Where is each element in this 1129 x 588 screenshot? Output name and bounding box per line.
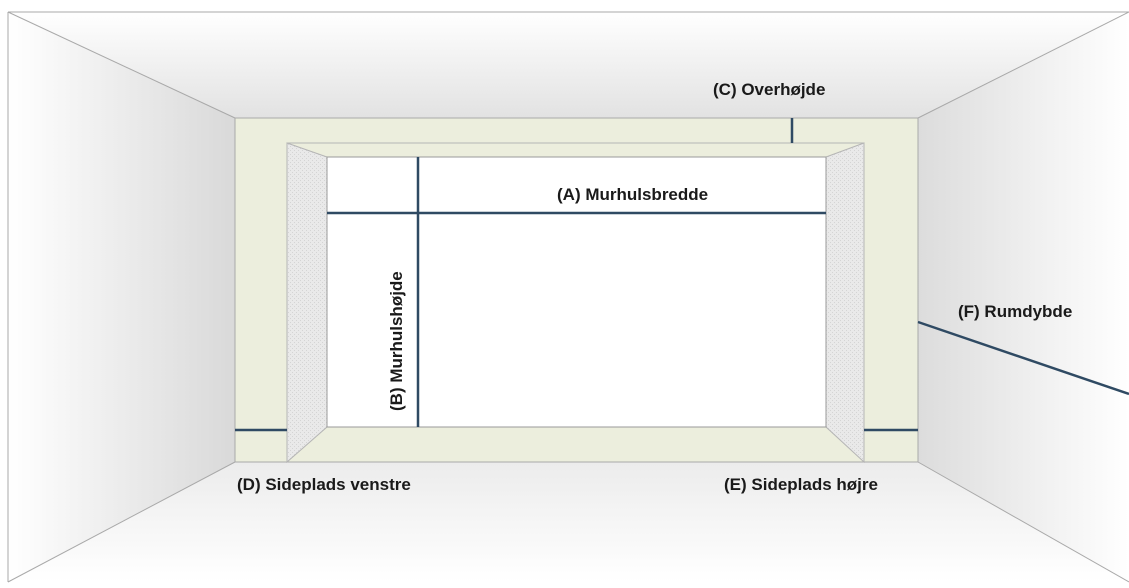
right-reveal [825,142,865,464]
label-d-left-side: (D) Sideplads venstre [237,475,411,494]
left-wall [8,12,235,582]
room-edges [7,11,1129,583]
label-b-height: (B) Murhulshøjde [387,271,406,411]
label-c-overheight: (C) Overhøjde [713,80,825,99]
right-wall [918,12,1129,582]
label-a-width: (A) Murhulsbredde [557,185,708,204]
depth-measure-line [917,320,1129,396]
measure-lines [235,118,1129,432]
left-reveal [286,142,328,464]
ceiling [8,12,1129,118]
floor [8,462,1129,582]
door-opening [326,156,827,428]
label-f-depth: (F) Rumdybde [958,302,1072,321]
label-e-right-side: (E) Sideplads højre [724,475,878,494]
